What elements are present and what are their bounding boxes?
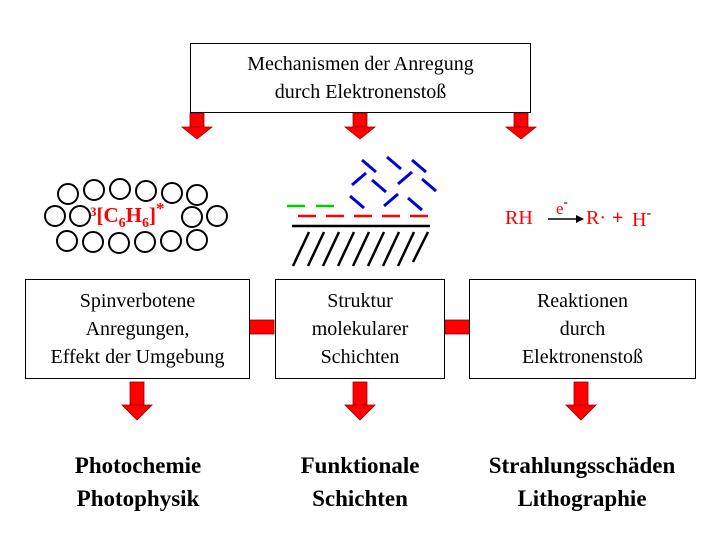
mechanism-box: Mechanismen der Anregung durch Elektrone…	[190, 43, 531, 113]
arrow-bottom-right	[565, 381, 597, 421]
reaction-hydride: H-	[632, 206, 651, 231]
reactions-line-1: Reaktionen	[536, 290, 629, 312]
spin-line-1: Spinverbotene	[79, 290, 196, 312]
outcome-center-line-1: Funktionale	[300, 453, 420, 478]
arrow-top-center	[343, 112, 377, 140]
outcome-left-line-1: Photochemie	[74, 453, 202, 478]
mechanism-line-2: durch Elektronenstoß	[274, 81, 447, 103]
benzene-cluster	[44, 178, 228, 254]
reactions-line-3: Elektronenstoß	[521, 346, 644, 368]
reactions-box: Reaktionen durch Elektronenstoß	[469, 279, 696, 379]
reaction-radical: R·	[586, 207, 606, 229]
structure-box: Struktur molekularer Schichten	[275, 279, 445, 379]
outcome-right-line-1: Strahlungsschäden	[488, 453, 676, 478]
outcome-photochemistry: Photochemie Photophysik	[23, 449, 253, 515]
structure-line-3: Schichten	[320, 346, 400, 368]
spin-line-2: Anregungen,	[85, 318, 190, 340]
outcome-center-line-2: Schichten	[312, 486, 408, 511]
outcome-right-line-2: Lithographie	[517, 486, 647, 511]
arrow-bottom-center	[344, 381, 376, 421]
benzene-triplet-label: 3[C6H6]*	[90, 199, 165, 231]
mechanism-line-1: Mechanismen der Anregung	[247, 53, 474, 75]
reaction-arrow	[548, 215, 584, 223]
reaction-electron: e-	[556, 194, 568, 218]
hatched-substrate	[291, 224, 430, 267]
outcome-functional-layers: Funktionale Schichten	[260, 449, 460, 515]
outcome-left-line-2: Photophysik	[76, 486, 200, 511]
reaction-reactant: RH	[505, 207, 533, 229]
outcome-radiation-damage: Strahlungsschäden Lithographie	[462, 449, 702, 515]
arrow-top-right	[504, 112, 538, 140]
blue-molecules	[349, 155, 437, 212]
spin-forbidden-box: Spinverbotene Anregungen, Effekt der Umg…	[25, 279, 250, 379]
arrow-top-left	[180, 112, 214, 140]
spin-line-3: Effekt der Umgebung	[50, 346, 225, 368]
arrow-bottom-left	[121, 381, 153, 421]
reactions-line-2: durch	[559, 318, 606, 340]
structure-line-1: Struktur	[327, 290, 393, 312]
structure-line-2: molekularer	[311, 318, 409, 340]
reaction-plus: +	[612, 207, 623, 229]
